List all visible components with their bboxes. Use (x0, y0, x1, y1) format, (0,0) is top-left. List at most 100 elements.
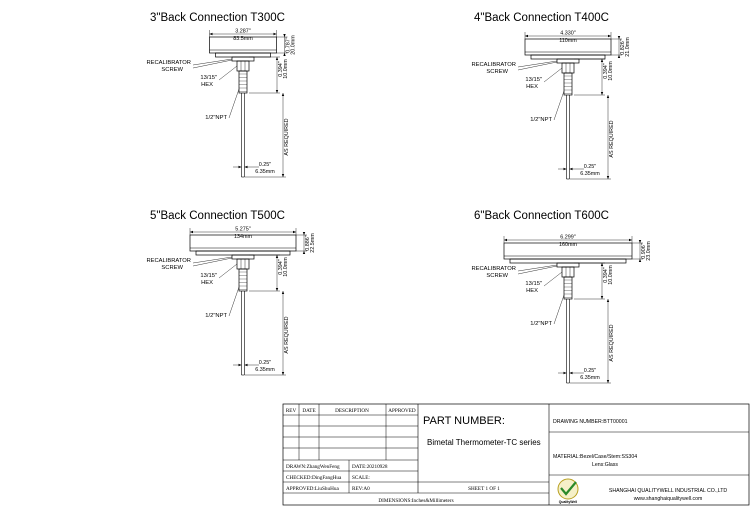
recalibrator-leader-2 (517, 61, 558, 71)
hex-size-label: 13/15" (525, 281, 542, 287)
view-title: 6"Back Connection T600C (474, 210, 609, 222)
depth-inch: 0.394" (278, 61, 284, 76)
recalibrator-label: RECALIBRATOR (146, 258, 191, 264)
hex-nut (236, 60, 250, 72)
screw-label: SCREW (486, 69, 508, 75)
stem-diameter-mm: 6.35mm (255, 169, 275, 175)
depth-mm: 10.0mm (608, 265, 614, 285)
height-arrow-bottom (302, 251, 306, 254)
depth-arrow-bottom (600, 92, 604, 95)
npt-label: 1/2"NPT (205, 313, 227, 319)
as-required-label: AS REQUIRED (609, 120, 615, 157)
npt-leader (228, 286, 240, 317)
stem-arrow-right (244, 363, 248, 367)
view-title: 3"Back Connection T300C (150, 12, 285, 24)
rev-header-2: DESCRIPTION (335, 408, 369, 414)
stem-diameter-mm: 6.35mm (580, 375, 600, 381)
diameter-mm: 83.5mm (233, 36, 253, 42)
height-mm: 22.5mm (310, 233, 316, 253)
series-name: Bimetal Thermometer-TC series (427, 438, 541, 447)
npt-thread (563, 276, 573, 300)
case-back (509, 258, 627, 264)
stem-arrow-left (563, 371, 567, 375)
diameter-arrow-right (608, 34, 611, 38)
company-logo: QualityWell (557, 478, 579, 504)
npt-label: 1/2"NPT (205, 115, 227, 121)
screw-label: SCREW (161, 265, 183, 271)
as-required-label: AS REQUIRED (284, 316, 290, 353)
hex-nut (561, 62, 575, 74)
stem-diameter-inch: 0.25" (584, 164, 596, 170)
asreq-arrow-top (281, 93, 285, 96)
screw-label: SCREW (161, 67, 183, 73)
case-back (530, 54, 606, 60)
case-back (215, 52, 271, 58)
drawn-by: DRAWN:ZhangWenFeng (286, 464, 340, 470)
company-name: SHANGHAI QUALITYWELL INDUSTRIAL CO.,LTD (609, 488, 728, 494)
recalibrator-leader-2 (192, 59, 233, 69)
npt-leader (228, 88, 240, 119)
hex-leader (543, 67, 563, 83)
depth-inch: 0.394" (278, 259, 284, 274)
diameter-inch: 5.275" (235, 227, 250, 233)
recalibrator-leader-2 (192, 257, 233, 267)
recalibrator-plate (231, 56, 255, 62)
scale: SCALE: (352, 475, 370, 481)
view-title: 5"Back Connection T500C (150, 210, 285, 222)
diameter-mm: 110mm (559, 38, 577, 44)
hex-label: HEX (526, 288, 538, 294)
company-website: www.shanghaiqualitywell.com (634, 496, 703, 502)
stem-arrow-left (238, 165, 242, 169)
title-block-frame (282, 403, 750, 506)
rev-header-0: REV (286, 408, 297, 414)
hex-nut (561, 266, 575, 278)
recalibrator-plate (556, 262, 580, 268)
height-arrow-top (617, 36, 621, 39)
case-back (195, 250, 291, 256)
stem-arrow-left (238, 363, 242, 367)
height-inch: 0.906" (641, 243, 647, 258)
rev-header-1: DATE (302, 408, 315, 414)
asreq-arrow-bottom (281, 372, 285, 375)
height-mm: 21.0mm (625, 37, 631, 57)
checked-by: CHECKED:DingFangHua (286, 475, 342, 481)
stem-diameter-inch: 0.25" (259, 162, 271, 168)
diameter-arrow-right (629, 238, 632, 242)
hex-leader (218, 65, 238, 81)
hex-size-label: 13/15" (200, 75, 217, 81)
revision: REV:A0 (352, 486, 370, 492)
asreq-arrow-bottom (281, 174, 285, 177)
depth-arrow-top (600, 59, 604, 62)
drawing-number: DRAWING NUMBER:BTT00001 (553, 419, 628, 425)
depth-arrow-top (275, 255, 279, 258)
height-mm: 23.0mm (646, 241, 652, 261)
hex-size-label: 13/15" (200, 273, 217, 279)
npt-thread (563, 72, 573, 96)
hex-label: HEX (201, 82, 213, 88)
recalibrator-leader (517, 60, 558, 68)
screw-label: SCREW (486, 273, 508, 279)
height-arrow-top (302, 232, 306, 235)
depth-mm: 10.0mm (608, 61, 614, 81)
asreq-arrow-bottom (606, 176, 610, 179)
height-inch: 0.886" (305, 235, 311, 250)
asreq-arrow-top (606, 95, 610, 98)
diameter-inch: 4.330" (560, 31, 575, 37)
stem-diameter-inch: 0.25" (259, 360, 271, 366)
hex-label: HEX (201, 280, 213, 286)
recalibrator-leader-2 (517, 265, 558, 275)
height-arrow-bottom (283, 53, 286, 56)
depth-inch: 0.394" (603, 267, 609, 282)
recalibrator-leader (192, 256, 233, 264)
npt-thread (238, 70, 248, 94)
recalibrator-label: RECALIBRATOR (471, 62, 516, 68)
stem-diameter-mm: 6.35mm (580, 171, 600, 177)
stem-arrow-right (569, 371, 573, 375)
asreq-arrow-top (281, 291, 285, 294)
recalibrator-leader (517, 264, 558, 272)
